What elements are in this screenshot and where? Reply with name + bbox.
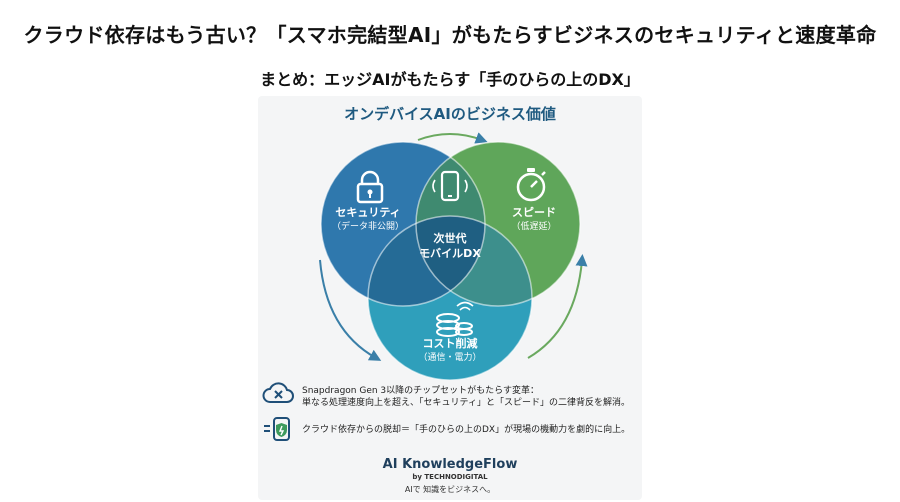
- cycle-arrow-left: [319, 259, 382, 361]
- venn-diagram: [319, 132, 588, 380]
- center-label: 次世代 モバイルDX: [419, 232, 481, 260]
- note-transformation-line2: 単なる処理速度向上を超え、「セキュリティ」と「スピード」の二律背反を解消。: [302, 398, 630, 408]
- cycle-arrow-top: [417, 132, 488, 144]
- note-transformation-line1: Snapdragon Gen 3以降のチップセットがもたらす変革：: [302, 386, 539, 396]
- note-escape-cloud-line1: クラウド依存からの脱却＝「手のひらの上のDX」が現場の機動力を劇的に向上。: [302, 425, 631, 435]
- security-sublabel: （データ非公開）: [331, 222, 405, 232]
- brand-tagline: AIで 知識をビジネスへ。: [404, 485, 496, 494]
- speed-sublabel: （低遅延）: [511, 222, 557, 232]
- padlock-icon: [356, 170, 384, 204]
- coin-stack-icon: [436, 301, 474, 337]
- page-title: クラウド依存はもう古い？「スマホ完結型AI」がもたらすビジネスのセキュリティと速…: [23, 23, 877, 47]
- page-subtitle: まとめ：エッジAIがもたらす「手のひらの上のDX」: [260, 70, 640, 89]
- security-label: セキュリティ （データ非公開）: [332, 205, 404, 235]
- diagram-heading: オンデバイスAIのビジネス価値: [344, 105, 556, 123]
- smartphone-icon: [432, 170, 468, 202]
- stopwatch-icon: [516, 168, 546, 202]
- brand-logo: AI KnowledgeFlow: [382, 457, 518, 472]
- cycle-arrow-right: [527, 254, 588, 359]
- cloud-x-icon: [262, 382, 294, 403]
- cost-label: コスト削減 （通信・電力）: [418, 336, 481, 366]
- note-transformation: Snapdragon Gen 3以降のチップセットがもたらす変革： 単なる処理速…: [302, 385, 630, 409]
- speed-label: スピード （低遅延）: [511, 205, 556, 235]
- cost-sublabel: （通信・電力）: [418, 353, 482, 363]
- shield-phone-icon: [264, 417, 290, 441]
- note-escape-cloud: クラウド依存からの脱却＝「手のひらの上のDX」が現場の機動力を劇的に向上。: [302, 424, 630, 436]
- brand-byline: by TECHNODIGITAL: [412, 473, 488, 481]
